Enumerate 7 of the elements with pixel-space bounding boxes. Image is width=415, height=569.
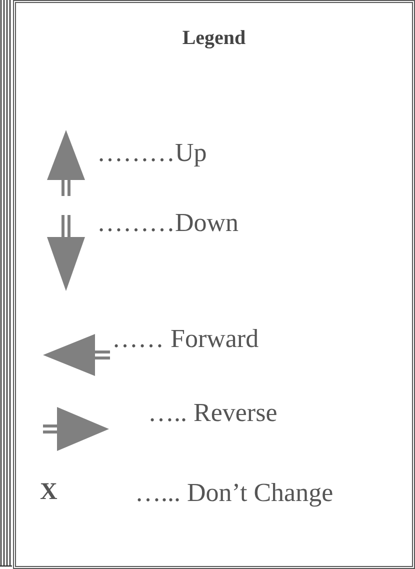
legend-text: ….. Reverse [148, 400, 278, 426]
legend-text: ………Up [97, 140, 207, 166]
legend-title: Legend [181, 27, 247, 50]
legend-text: …... Don’t Change [135, 480, 334, 506]
legend-symbol: X [40, 480, 58, 504]
legend-text: …… Forward [112, 326, 259, 352]
legend-text: ………Down [97, 210, 239, 236]
